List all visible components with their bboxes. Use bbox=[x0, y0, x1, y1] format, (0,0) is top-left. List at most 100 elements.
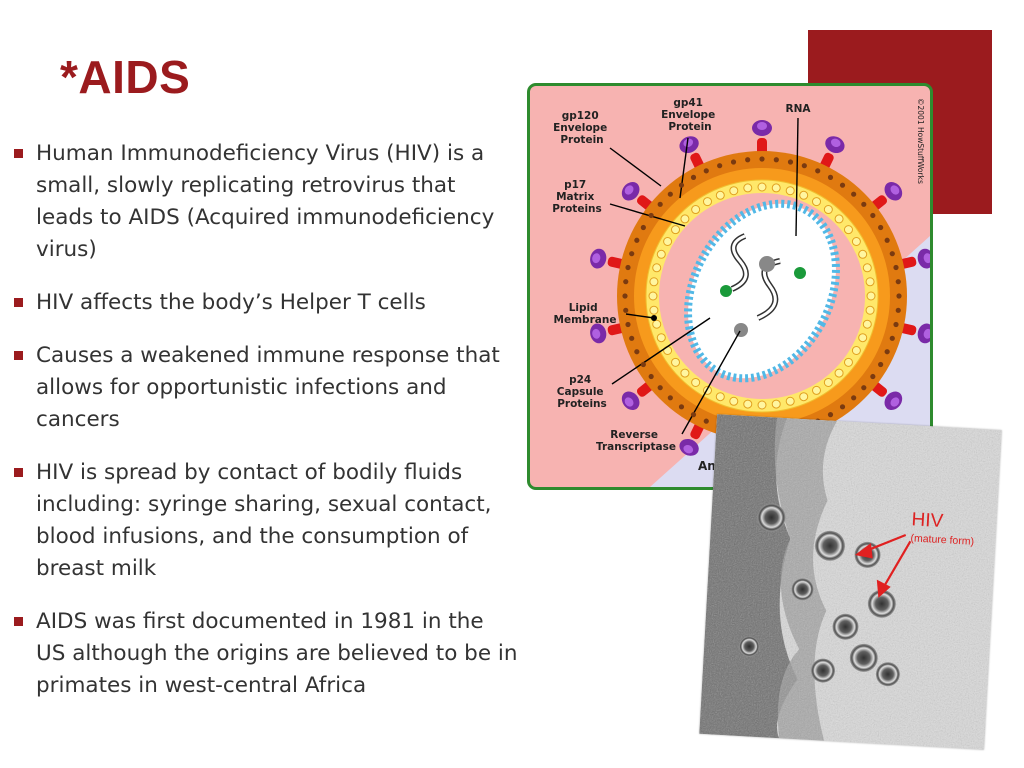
bullet-text: HIV affects the body’s Helper T cells bbox=[36, 290, 426, 315]
matrix-dot bbox=[715, 190, 725, 200]
matrix-dot bbox=[671, 225, 681, 235]
bullet-text: Human Immunodeficiency Virus (HIV) is a … bbox=[36, 141, 495, 262]
gp120-knob-highlight bbox=[624, 185, 634, 195]
lipid-dot bbox=[623, 307, 629, 313]
hiv-label: HIV bbox=[911, 509, 944, 532]
bullet-text: Causes a weakened immune response that a… bbox=[36, 343, 500, 432]
capsid bbox=[684, 199, 840, 383]
matrix-dot bbox=[862, 319, 872, 329]
lipid-dot bbox=[773, 157, 779, 163]
reverse-transcriptase-dot bbox=[734, 323, 748, 337]
lipid-dot bbox=[895, 307, 901, 313]
matrix-dot bbox=[757, 400, 767, 410]
matrix-dot bbox=[858, 333, 868, 343]
lipid-dot bbox=[703, 168, 709, 174]
lipid-dot bbox=[678, 404, 685, 410]
matrix-dot bbox=[729, 396, 739, 406]
lipid-dot bbox=[667, 395, 673, 401]
lipid-dot bbox=[634, 237, 640, 243]
virion bbox=[849, 643, 878, 672]
hiv-arrows bbox=[854, 533, 912, 598]
matrix-dot bbox=[771, 183, 781, 193]
bullet-marker bbox=[14, 468, 23, 477]
lipid-dot bbox=[884, 349, 890, 355]
matrix-dot bbox=[785, 186, 795, 196]
lipid-dot bbox=[815, 168, 821, 174]
lipid-dot bbox=[640, 224, 646, 231]
bullet-item: HIV is spread by contact of bodily fluid… bbox=[14, 457, 519, 585]
lipid-dot bbox=[878, 361, 884, 368]
label-p24: p24 Capsule Proteins bbox=[557, 374, 607, 410]
matrix-dot bbox=[771, 399, 781, 409]
lipid-dot bbox=[759, 156, 765, 162]
matrix-dot bbox=[648, 291, 658, 301]
lipid-dot bbox=[629, 251, 635, 257]
matrix-dot bbox=[703, 197, 712, 207]
reverse-transcriptase-dot bbox=[759, 256, 775, 272]
lipid-dot bbox=[657, 385, 663, 391]
lipid-dot bbox=[889, 335, 895, 341]
matrix-dot bbox=[799, 190, 809, 200]
lipid-dot bbox=[827, 412, 834, 418]
virion bbox=[791, 578, 814, 601]
lipid-dot bbox=[703, 418, 709, 424]
copyright-text: ©2001 HowStuffWorks bbox=[916, 98, 925, 184]
hiv-sublabel: (mature form) bbox=[910, 532, 974, 548]
lipid-dot bbox=[625, 321, 631, 328]
lipid-dot bbox=[623, 279, 629, 285]
virion bbox=[867, 589, 896, 618]
bullet-item: Causes a weakened immune response that a… bbox=[14, 340, 519, 436]
lipid-dot bbox=[839, 404, 846, 410]
lipid-dot bbox=[895, 279, 901, 285]
matrix-dot bbox=[671, 357, 681, 367]
matrix-dot bbox=[715, 392, 725, 402]
matrix-dot bbox=[652, 263, 662, 273]
matrix-dot bbox=[743, 183, 753, 193]
lipid-dot bbox=[625, 264, 631, 271]
virion bbox=[757, 503, 786, 532]
virion bbox=[739, 636, 760, 657]
lipid-dot bbox=[870, 373, 876, 380]
matrix-dot bbox=[652, 319, 662, 329]
lipid-dot bbox=[717, 163, 723, 169]
matrix-dot bbox=[866, 291, 876, 301]
bullet-marker bbox=[14, 351, 23, 360]
lipid-dot bbox=[884, 237, 890, 243]
lipid-dot bbox=[893, 264, 899, 271]
lipid-dot bbox=[730, 159, 737, 165]
matrix-dot bbox=[851, 346, 861, 355]
gp120-knob-highlight bbox=[683, 444, 694, 454]
virion bbox=[832, 613, 859, 640]
bullet-marker bbox=[14, 149, 23, 158]
gp120-knob-highlight bbox=[923, 253, 930, 264]
micrograph-svg: HIV (mature form) bbox=[699, 414, 1002, 750]
matrix-dot bbox=[843, 225, 853, 235]
lipid-dot bbox=[851, 191, 857, 197]
bullet-marker bbox=[14, 298, 23, 307]
label-rna: RNA bbox=[786, 103, 812, 115]
lipid-dot bbox=[896, 293, 902, 299]
matrix-dot bbox=[656, 333, 666, 343]
matrix-dot bbox=[649, 277, 659, 287]
gp120-knob-highlight bbox=[830, 138, 841, 148]
matrix-dot bbox=[812, 197, 821, 207]
bullet-item: HIV affects the body’s Helper T cells bbox=[14, 287, 519, 319]
matrix-dot bbox=[862, 263, 872, 273]
matrix-dot bbox=[785, 396, 795, 406]
matrix-dot bbox=[691, 377, 701, 387]
matrix-dot bbox=[649, 305, 659, 315]
lipid-dot bbox=[690, 412, 697, 418]
matrix-dot bbox=[663, 237, 673, 246]
matrix-dot bbox=[851, 237, 861, 246]
virion bbox=[875, 662, 900, 687]
matrix-dot bbox=[834, 368, 844, 378]
matrix-dot bbox=[812, 385, 821, 395]
matrix-dot bbox=[823, 377, 833, 387]
bullet-item: Human Immunodeficiency Virus (HIV) is a … bbox=[14, 138, 519, 266]
gp120-knob-highlight bbox=[890, 185, 900, 195]
matrix-dot bbox=[656, 249, 666, 259]
integrase-dot bbox=[720, 285, 732, 297]
lipid-dot bbox=[745, 157, 751, 163]
gp120-knob-highlight bbox=[592, 253, 601, 264]
gp120-knob-highlight bbox=[923, 328, 930, 339]
